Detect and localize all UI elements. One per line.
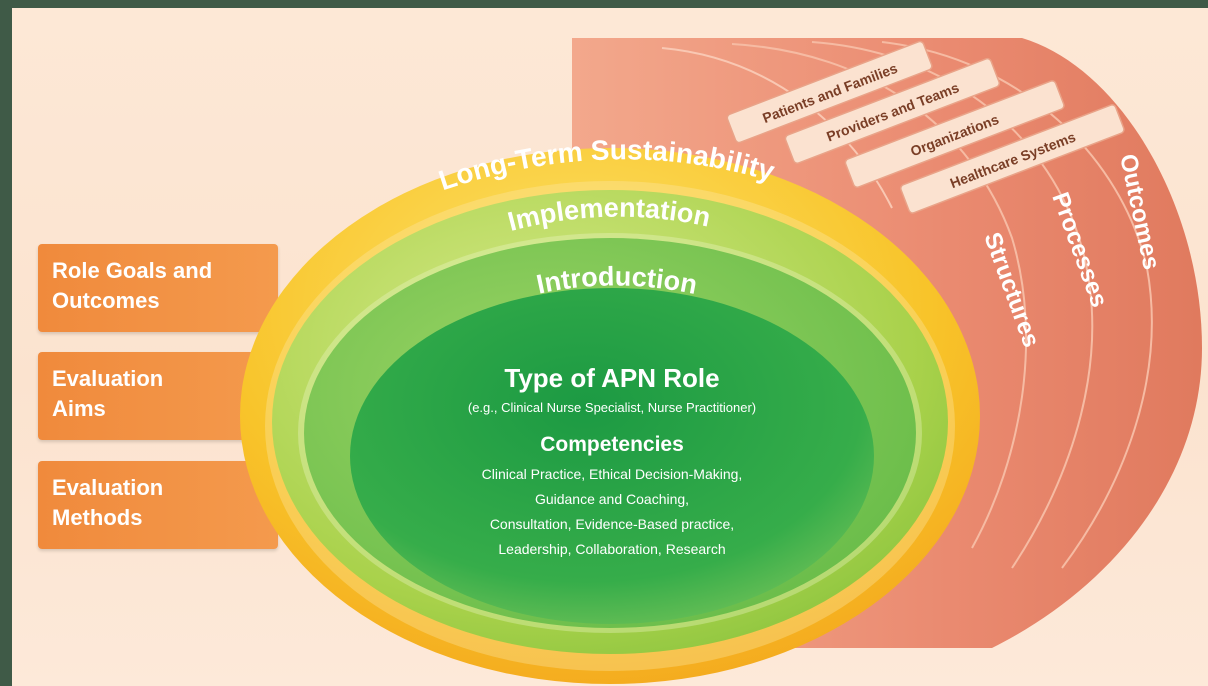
role-goals-box: Role Goals and Outcomes (38, 244, 278, 332)
competencies-title: Competencies (540, 433, 684, 456)
core-subtitle: (e.g., Clinical Nurse Specialist, Nurse … (467, 400, 757, 415)
competency-line: Clinical Practice, Ethical Decision-Maki… (481, 466, 743, 482)
role-goals-line1: Role Goals and (52, 258, 213, 283)
cylinder-graphic: Patients and Families Providers and Team… (240, 38, 1202, 684)
competency-line: Leadership, Collaboration, Research (498, 541, 726, 557)
competencies-list: Clinical Practice, Ethical Decision-Maki… (392, 462, 832, 562)
competency-line: Consultation, Evidence-Based practice, (489, 516, 735, 532)
role-goals-line2: Outcomes (52, 288, 160, 313)
evaluation-methods-line2: Methods (52, 505, 143, 530)
evaluation-aims-line2: Aims (52, 396, 106, 421)
competency-line: Guidance and Coaching, (534, 491, 690, 507)
evaluation-aims-line1: Evaluation (52, 366, 164, 391)
core-title: Type of APN Role (504, 363, 720, 393)
evaluation-methods-line1: Evaluation (52, 475, 164, 500)
core-text-block: Type of APN Role (e.g., Clinical Nurse S… (392, 362, 832, 562)
evaluation-methods-box: Evaluation Methods (38, 461, 278, 549)
core-apn-role (350, 288, 874, 624)
apn-framework-diagram: Role Goals and Outcomes Evaluation Aims … (12, 8, 1208, 686)
evaluation-aims-box: Evaluation Aims (38, 352, 278, 440)
